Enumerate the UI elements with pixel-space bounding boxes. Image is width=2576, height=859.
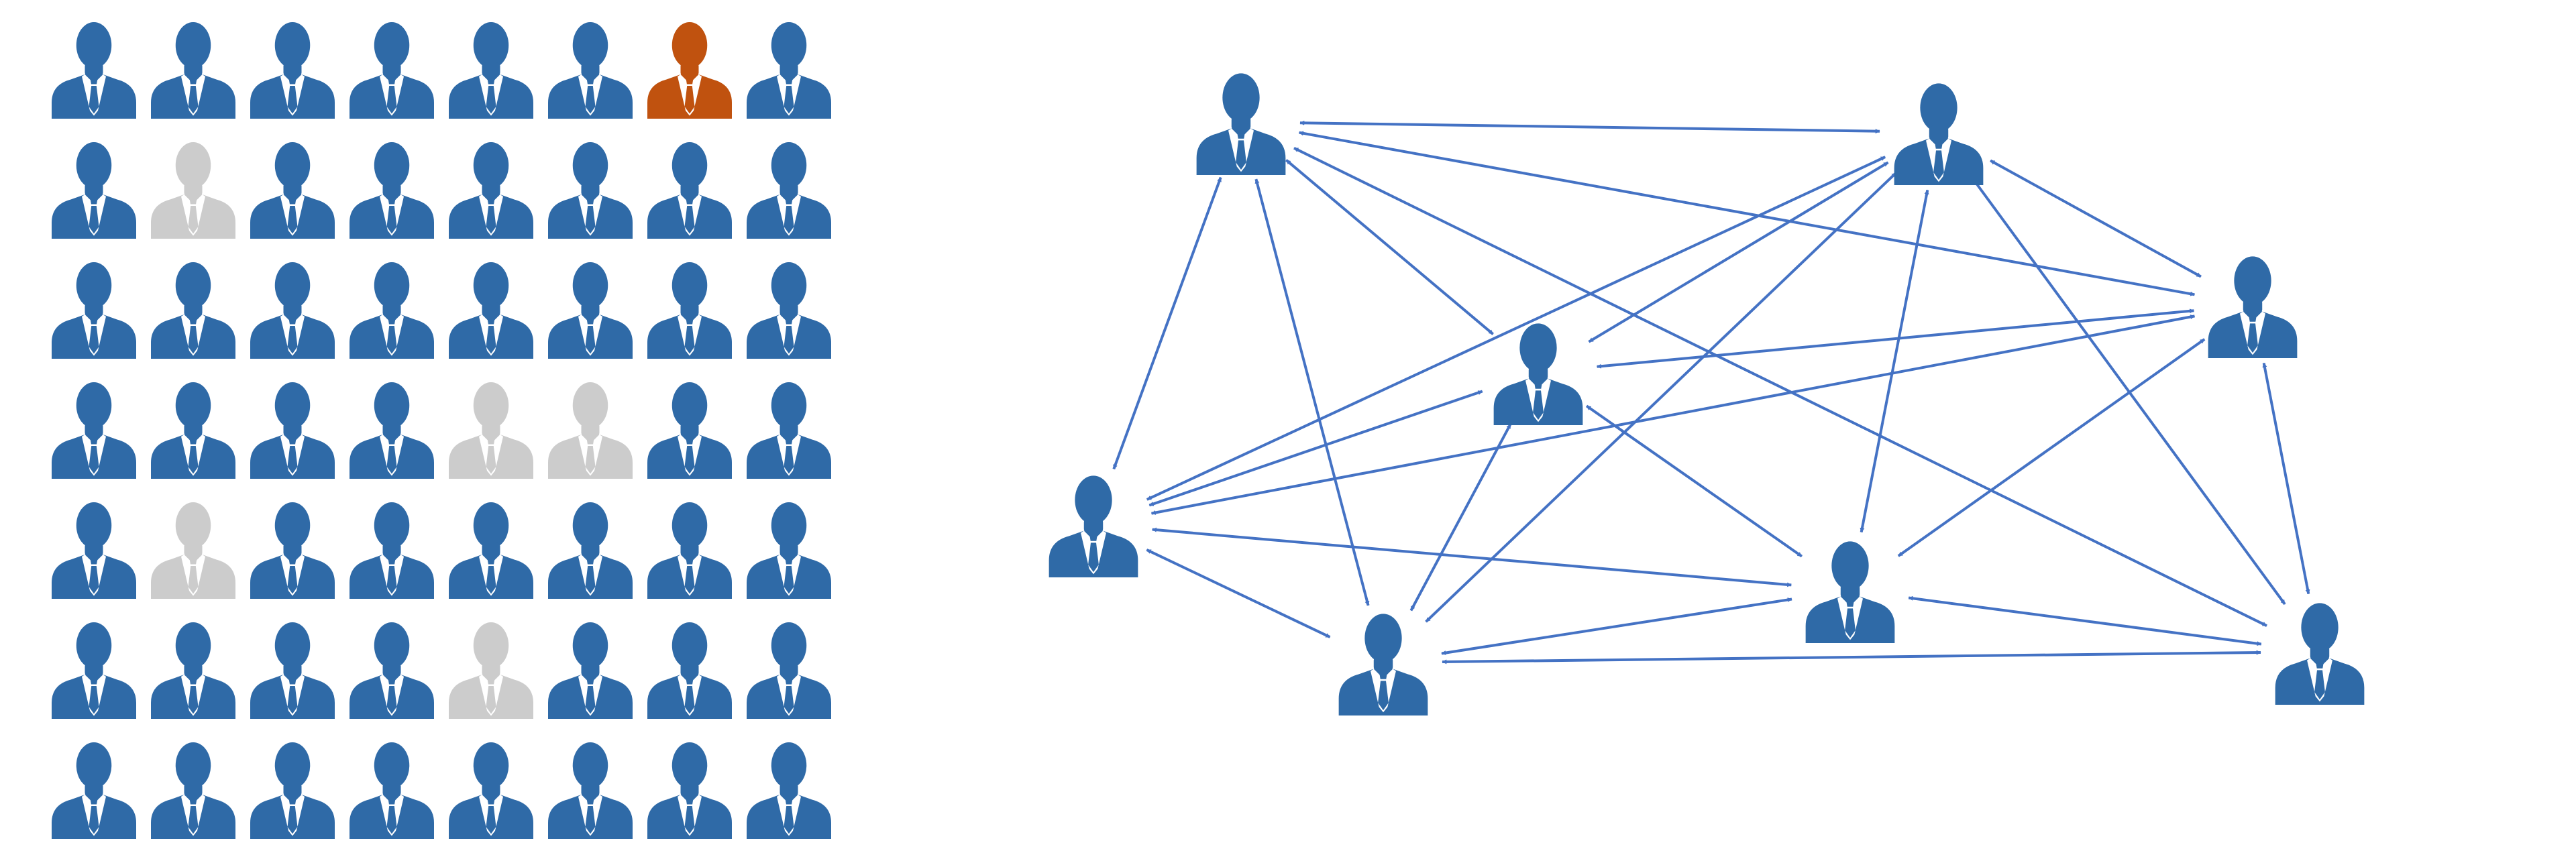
arrow-C-H [2262, 362, 2310, 595]
person-icon-grid-r3-c4 [348, 261, 435, 359]
person-icon-grid-r2-c1 [50, 141, 138, 239]
person-icon-grid-r2-c6 [547, 141, 634, 239]
person-icon-grid-r6-c2 [150, 621, 237, 719]
person-icon-node-F [1338, 613, 1429, 715]
person-icon-node-C [2207, 255, 2298, 358]
person-icon-grid-r7-c1 [50, 741, 138, 839]
person-icon-grid-r7-c3 [249, 741, 336, 839]
person-icon-grid-r2-c5 [447, 141, 535, 239]
person-icon-grid-r2-c4 [348, 141, 435, 239]
person-icon-grid-r6-c1 [50, 621, 138, 719]
arrow-F-H [1442, 650, 2261, 665]
person-icon-node-B [1893, 82, 1984, 185]
person-icon-grid-r2-c2 [150, 141, 237, 239]
person-icon-grid-r1-c3 [249, 21, 336, 119]
person-icon-grid-r5-c7 [646, 501, 733, 599]
arrow-A-B [1299, 120, 1880, 134]
person-icon-node-A [1195, 72, 1287, 175]
arrow-A-E [1112, 176, 1222, 470]
person-icon-grid-r3-c5 [447, 261, 535, 359]
person-icon-grid-r1-c1 [50, 21, 138, 119]
person-icon-grid-r2-c3 [249, 141, 336, 239]
network-edges [1112, 120, 2310, 665]
person-icon-grid-r1-c7 [646, 21, 733, 119]
person-icon-grid-r5-c4 [348, 501, 435, 599]
person-icon-grid-r6-c6 [547, 621, 634, 719]
person-icon-grid-r6-c7 [646, 621, 733, 719]
network-nodes [1048, 72, 2365, 715]
arrow-E-G [1152, 527, 1792, 587]
person-icon-grid-r3-c6 [547, 261, 634, 359]
person-icon-grid-r7-c8 [745, 741, 833, 839]
person-icon-grid-r2-c8 [745, 141, 833, 239]
person-icon-grid-r1-c4 [348, 21, 435, 119]
person-icon-grid-r1-c8 [745, 21, 833, 119]
person-icon-grid-r4-c5 [447, 381, 535, 479]
person-icon-grid-r5-c2 [150, 501, 237, 599]
person-icon-grid-r6-c4 [348, 621, 435, 719]
person-icon-grid-r3-c7 [646, 261, 733, 359]
person-icon-grid-r4-c2 [150, 381, 237, 479]
arrow-D-F [1409, 423, 1512, 612]
arrow-A-D [1285, 159, 1494, 335]
arrow-A-C [1298, 131, 2196, 296]
person-icon-grid-r4-c4 [348, 381, 435, 479]
arrow-D-E [1148, 390, 1483, 507]
person-icon-grid-r5-c8 [745, 501, 833, 599]
arrow-F-G [1441, 597, 1792, 655]
person-icon-node-D [1493, 323, 1584, 425]
person-icon-grid-r5-c6 [547, 501, 634, 599]
arrow-B-C [1990, 159, 2202, 278]
person-icon-grid-r1-c5 [447, 21, 535, 119]
person-icon-grid-r6-c3 [249, 621, 336, 719]
person-icon-grid-r4-c3 [249, 381, 336, 479]
person-icon-grid-r4-c6 [547, 381, 634, 479]
person-icon-grid-r1-c2 [150, 21, 237, 119]
person-icon-grid-r5-c3 [249, 501, 336, 599]
arrow-C-E [1150, 314, 2196, 515]
person-icon-grid-r7-c5 [447, 741, 535, 839]
person-icon-node-H [2274, 602, 2365, 705]
person-icon-grid-r2-c7 [646, 141, 733, 239]
person-icon-grid-r4-c7 [646, 381, 733, 479]
person-icon-grid-r7-c6 [547, 741, 634, 839]
person-icon-grid-r3-c8 [745, 261, 833, 359]
arrow-C-G [1897, 338, 2206, 557]
person-icon-grid-r7-c7 [646, 741, 733, 839]
person-icon-grid-r4-c1 [50, 381, 138, 479]
person-icon-grid-r7-c4 [348, 741, 435, 839]
person-icon-grid-r5-c1 [50, 501, 138, 599]
person-icon-grid-r5-c5 [447, 501, 535, 599]
person-icon-grid-r6-c8 [745, 621, 833, 719]
person-icon-grid-r6-c5 [447, 621, 535, 719]
person-icon-grid-r4-c8 [745, 381, 833, 479]
arrow-D-G [1585, 404, 1803, 558]
person-icon-node-E [1048, 475, 1139, 577]
person-grid [50, 21, 833, 839]
person-icon-grid-r1-c6 [547, 21, 634, 119]
person-icon-node-G [1805, 540, 1896, 643]
person-icon-grid-r3-c3 [249, 261, 336, 359]
arrow-E-F [1146, 549, 1331, 638]
arrow-B-E [1146, 156, 1886, 501]
person-icon-grid-r7-c2 [150, 741, 237, 839]
arrow-B-D [1588, 161, 1889, 343]
arrow-G-H [1908, 595, 2262, 646]
arrow-A-F [1254, 178, 1370, 606]
person-icon-grid-r3-c1 [50, 261, 138, 359]
person-icon-grid-r3-c2 [150, 261, 237, 359]
